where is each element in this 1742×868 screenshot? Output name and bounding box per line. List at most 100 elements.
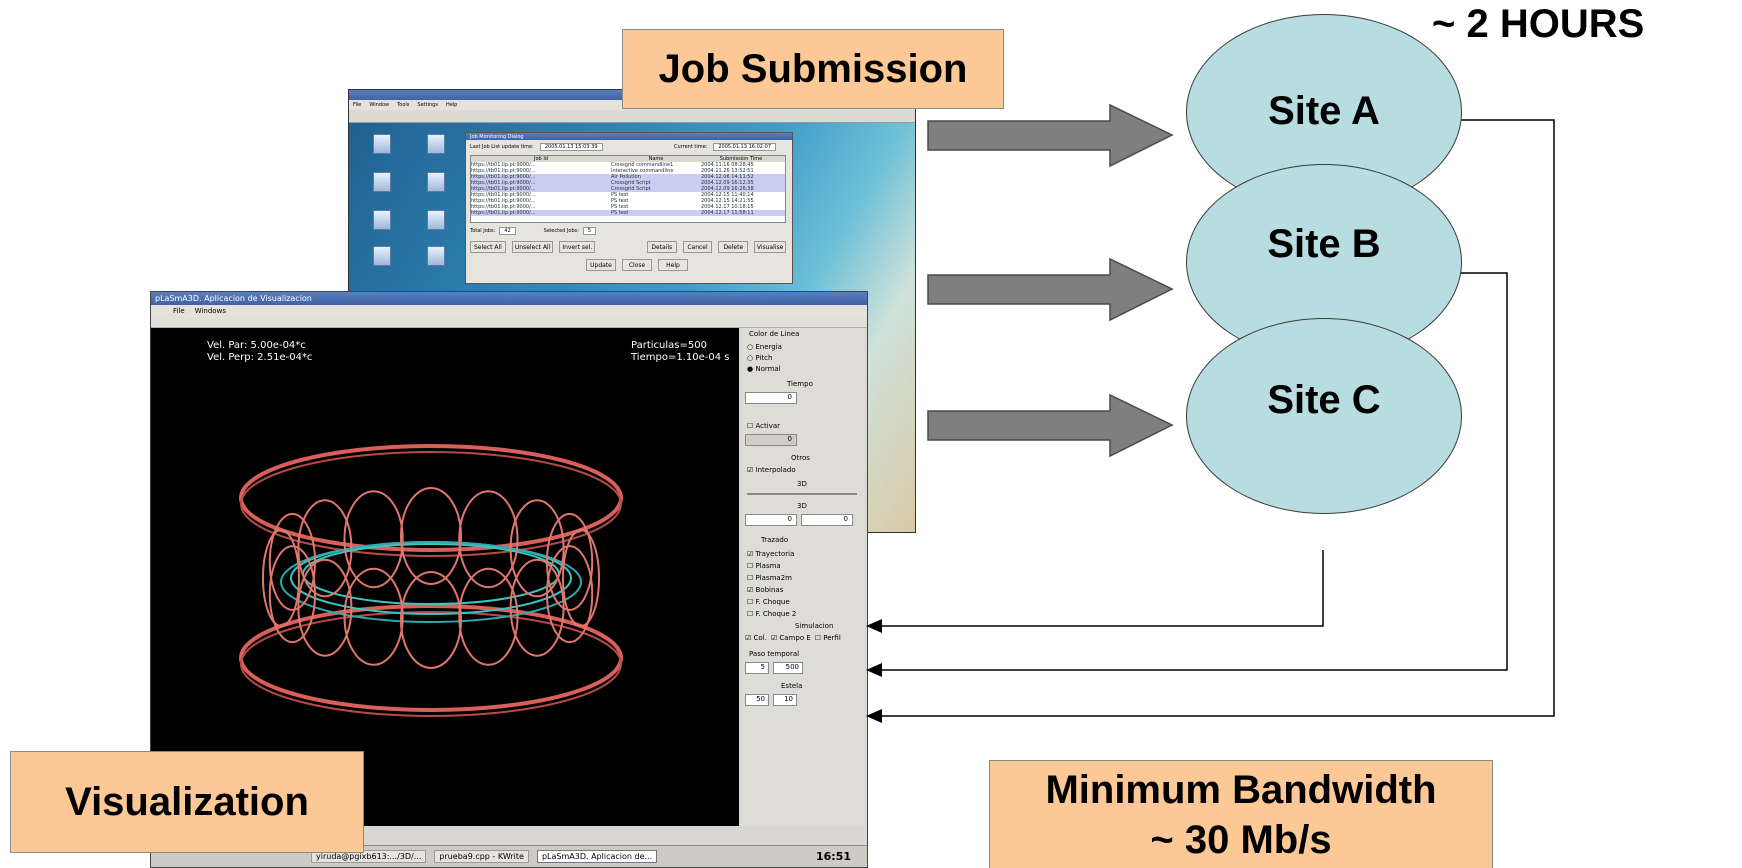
column-header[interactable]: Job Id	[534, 156, 548, 162]
current-time-label: Current time:	[674, 144, 708, 150]
arrow-to-site-c	[927, 393, 1174, 458]
radio-energia[interactable]: ○ Energia	[747, 343, 782, 351]
table-row[interactable]: https://tb01.lip.pt:9000/...Air Pollutio…	[471, 174, 785, 180]
column-header[interactable]: Submission Time	[719, 156, 763, 162]
arrowhead-site-b	[866, 663, 882, 677]
col-checkbox[interactable]: ☑ Col.	[745, 634, 767, 642]
magnetic-coil	[262, 529, 300, 627]
selected-jobs-value: 5	[582, 227, 597, 235]
menu-window[interactable]: Window	[369, 102, 390, 108]
f-choque-2-checkbox[interactable]: ☐ F. Choque 2	[747, 610, 797, 618]
interpolado-checkbox[interactable]: ☑ Interpolado	[747, 466, 796, 474]
estela-spinbox-2[interactable]: 10	[773, 694, 797, 706]
job-monitoring-dialog: Job Monitoring Dialog Last Job List upda…	[465, 132, 793, 284]
desktop-icon[interactable]	[373, 134, 391, 154]
desktop-icon[interactable]	[373, 210, 391, 230]
radio-pitch[interactable]: ○ Pitch	[747, 354, 773, 362]
3d-spinbox-2[interactable]: 0	[801, 514, 853, 526]
magnetic-coil	[458, 567, 519, 666]
selected-jobs-label: Selected Jobs:	[543, 228, 579, 234]
menu-windows[interactable]: Windows	[194, 307, 226, 315]
site-b-label: Site B	[1267, 221, 1381, 266]
table-cell: 2004.12.17 10:18:15	[701, 204, 754, 210]
delete-button[interactable]: Delete	[718, 241, 749, 253]
magnetic-coil	[509, 499, 565, 598]
plasma-checkbox[interactable]: ☐ Plasma	[747, 562, 781, 570]
table-row[interactable]: https://tb01.lip.pt:9000/...Crossgrid co…	[471, 162, 785, 168]
menu-file[interactable]: File	[353, 102, 362, 108]
invert-selection-button[interactable]: Invert sel.	[559, 241, 596, 253]
update-button[interactable]: Update	[586, 259, 616, 271]
return-line-site-c	[880, 550, 1324, 627]
color-linea-title: Color de Linea	[749, 330, 800, 338]
table-cell: 2004.12.06 14:11:52	[701, 174, 754, 180]
table-cell: Interactive commandline	[611, 168, 674, 174]
magnetic-coil	[400, 487, 462, 585]
desktop-icon[interactable]	[427, 210, 445, 230]
plasma-3d-viewport[interactable]: Vel. Par: 5.00e-04*c Vel. Perp: 2.51e-04…	[151, 328, 739, 826]
paso-spinbox-2[interactable]: 500	[773, 662, 803, 674]
desktop-icon[interactable]	[427, 246, 445, 266]
f-choque-checkbox[interactable]: ☐ F. Choque	[747, 598, 790, 606]
estela-spinbox-1[interactable]: 50	[745, 694, 769, 706]
activar-spinbox[interactable]: 0	[745, 434, 797, 446]
paso-spinbox-1[interactable]: 5	[745, 662, 769, 674]
table-cell: https://tb01.lip.pt:9000/...	[471, 198, 536, 204]
table-cell: Crossgrid commandline1	[611, 162, 674, 168]
bobinas-checkbox[interactable]: ☑ Bobinas	[747, 586, 784, 594]
menu-settings[interactable]: Settings	[417, 102, 438, 108]
site-c-node: Site C	[1186, 318, 1462, 514]
3d-slider[interactable]	[747, 493, 857, 495]
taskbar-item[interactable]: pLaSmA3D. Aplicacion de...	[536, 850, 658, 863]
select-all-button[interactable]: Select All	[470, 241, 506, 253]
job-table: Job Id Name Submission Time https://tb01…	[470, 155, 786, 223]
magnetic-coil	[343, 567, 404, 666]
bandwidth-label: Minimum Bandwidth ~ 30 Mb/s	[989, 760, 1493, 868]
column-header[interactable]: Name	[648, 156, 664, 162]
tiempo-spinbox[interactable]: 0	[745, 392, 797, 404]
menu-file[interactable]: File	[173, 307, 185, 315]
unselect-all-button[interactable]: Unselect All	[511, 241, 554, 253]
site-a-label: Site A	[1268, 88, 1380, 133]
table-cell: https://tb01.lip.pt:9000/...	[471, 192, 536, 198]
total-jobs-value: 42	[499, 227, 516, 235]
visualise-button[interactable]: Visualise	[754, 241, 786, 253]
desktop-icon[interactable]	[427, 172, 445, 192]
table-cell: 2004.12.15 11:40:14	[701, 192, 754, 198]
bandwidth-line1: Minimum Bandwidth	[1045, 767, 1437, 812]
taskbar-item[interactable]: yiruda@pgixb613:.../3D/...	[311, 850, 427, 863]
cancel-button[interactable]: Cancel	[682, 241, 713, 253]
menu-tools[interactable]: Tools	[397, 102, 410, 108]
activar-checkbox[interactable]: ☐ Activar	[747, 422, 781, 430]
duration-label: ~ 2 HOURS	[1432, 2, 1645, 46]
table-row[interactable]: https://tb01.lip.pt:9000/...Crossgrid Sc…	[471, 186, 785, 192]
radio-normal[interactable]: ● Normal	[747, 365, 781, 373]
help-button[interactable]: Help	[658, 259, 688, 271]
magnetic-coil	[268, 512, 317, 611]
close-button[interactable]: Close	[622, 259, 652, 271]
table-cell: PS test	[611, 210, 629, 216]
desktop-icon[interactable]	[427, 134, 445, 154]
3d-spinbox-1[interactable]: 0	[745, 514, 797, 526]
table-cell: PS test	[611, 198, 629, 204]
desktop-icon[interactable]	[373, 172, 391, 192]
magnetic-coil	[343, 490, 404, 589]
table-row[interactable]: https://tb01.lip.pt:9000/...Interactive …	[471, 168, 785, 174]
table-cell: Air Pollution	[611, 174, 641, 180]
control-panel: Color de Linea ○ Energia ○ Pitch ● Norma…	[741, 328, 865, 826]
menu-help[interactable]: Help	[445, 102, 458, 108]
site-c-label: Site C	[1267, 377, 1381, 422]
table-row[interactable]: https://tb01.lip.pt:9000/...Crossgrid Sc…	[471, 180, 785, 186]
campo-e-checkbox[interactable]: ☑ Campo E	[770, 634, 811, 642]
perfil-checkbox[interactable]: ☐ Perfil	[814, 634, 841, 642]
plasma2m-checkbox[interactable]: ☐ Plasma2m	[747, 574, 792, 582]
desktop-icon[interactable]	[373, 246, 391, 266]
trayectoria-checkbox[interactable]: ☑ Trayectoria	[747, 550, 795, 558]
details-button[interactable]: Details	[646, 241, 677, 253]
table-cell: Crossgrid Script	[611, 186, 651, 192]
taskbar-item[interactable]: prueba9.cpp - KWrite	[434, 850, 529, 863]
